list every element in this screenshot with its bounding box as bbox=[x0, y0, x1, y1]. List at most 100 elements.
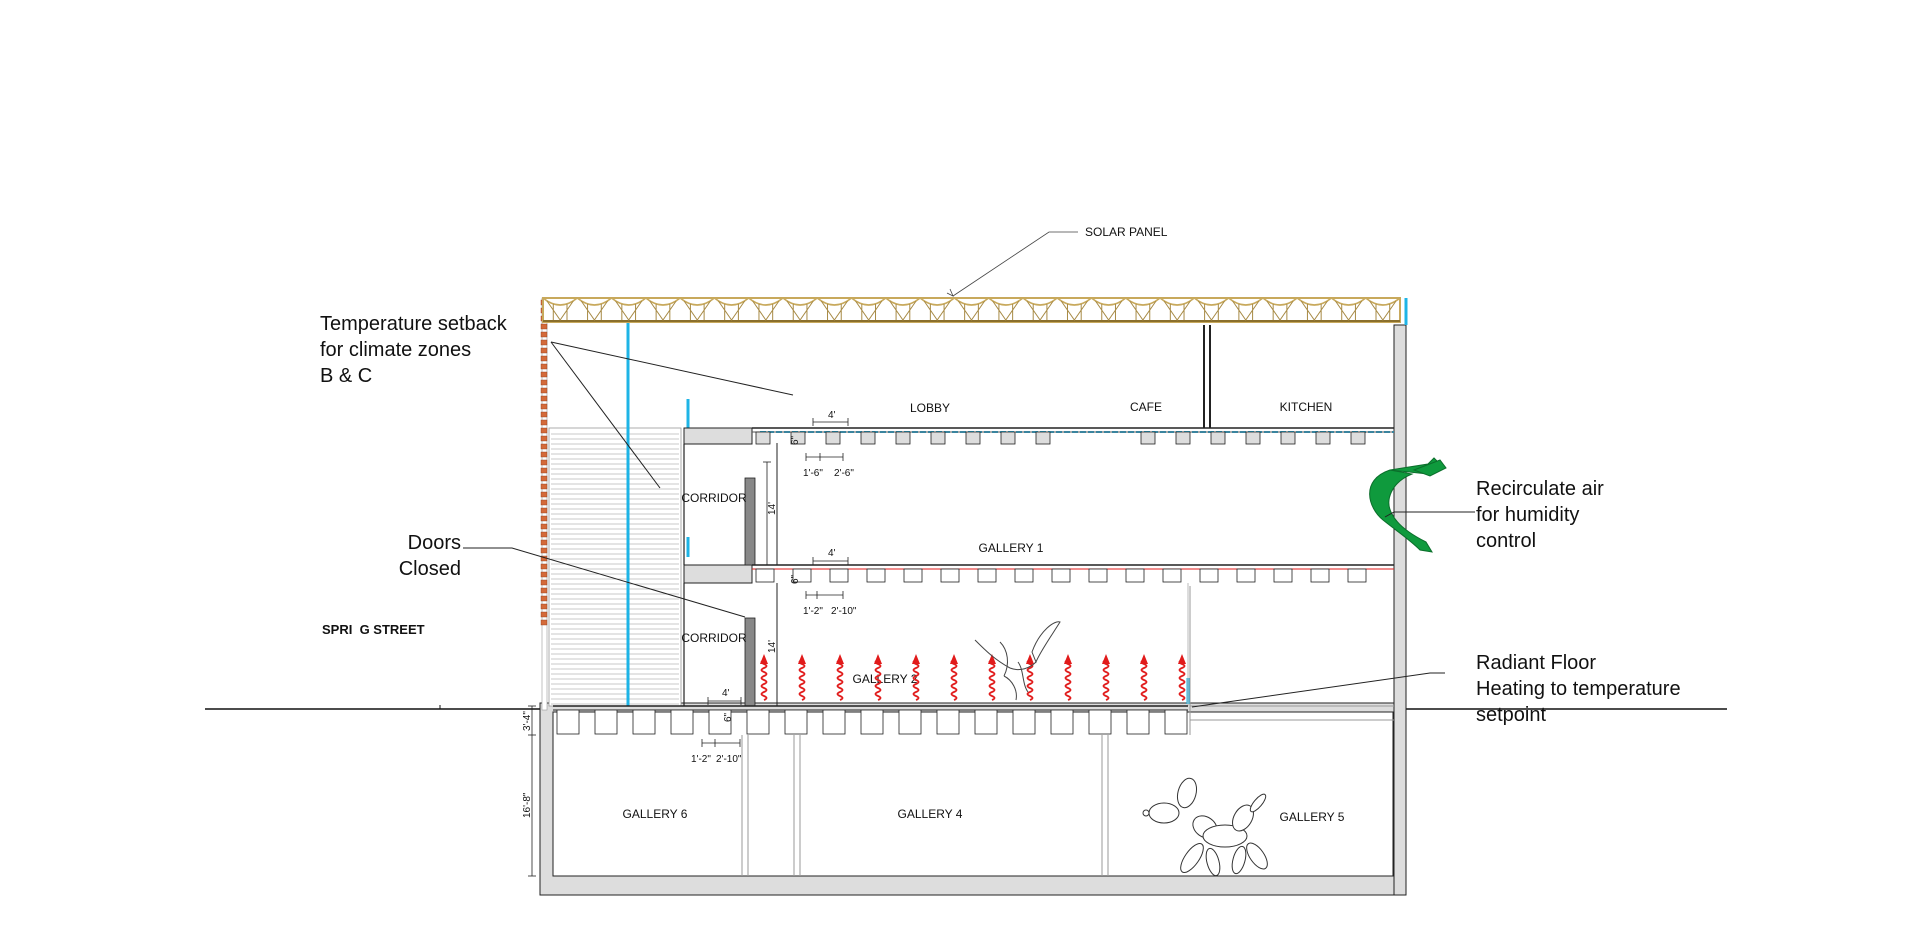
dim-upper-depth: 6" bbox=[790, 435, 801, 445]
callout-doors-closed: Doors Closed bbox=[399, 532, 461, 580]
solar-web bbox=[855, 300, 883, 321]
brick bbox=[540, 491, 548, 498]
slab-rib bbox=[594, 709, 618, 735]
slab-rib bbox=[1315, 431, 1331, 445]
heat-squiggle bbox=[760, 659, 768, 701]
brick bbox=[540, 603, 548, 610]
brick bbox=[540, 595, 548, 602]
solar-web bbox=[1335, 300, 1363, 321]
solar-web bbox=[1163, 300, 1191, 321]
slab-rib bbox=[895, 431, 911, 445]
heat-arrowhead bbox=[1064, 654, 1072, 664]
solar-web bbox=[683, 300, 711, 321]
solar-arch bbox=[645, 297, 681, 306]
heat-arrowhead bbox=[1178, 654, 1186, 664]
brick bbox=[540, 355, 548, 362]
brick bbox=[540, 443, 548, 450]
callout-recirculate-air: Recirculate air for humidity control bbox=[1476, 478, 1604, 552]
dim-lower-depth: 6" bbox=[723, 712, 734, 722]
brick bbox=[540, 507, 548, 514]
dim-lower-bay: 2'-10" bbox=[716, 754, 742, 765]
callout-radiant-line-3: setpoint bbox=[1476, 704, 1546, 726]
callout-leaders bbox=[463, 341, 1475, 708]
solar-arch bbox=[782, 297, 818, 306]
heat-squiggle bbox=[1102, 659, 1110, 701]
slab-rib bbox=[825, 431, 841, 445]
brick bbox=[540, 563, 548, 570]
room-label-kitchen: KITCHEN bbox=[1280, 400, 1333, 414]
slab-rib bbox=[936, 709, 960, 735]
dim-middle-span: 4' bbox=[828, 548, 836, 559]
corridor-structure bbox=[683, 427, 1189, 707]
airflow-swirl-icon bbox=[1369, 457, 1447, 553]
brick bbox=[540, 547, 548, 554]
slab-rib bbox=[860, 709, 884, 735]
slab-rib bbox=[755, 568, 775, 583]
dimensions-middle bbox=[805, 557, 849, 599]
solar-frame bbox=[542, 297, 1401, 323]
slab-rib bbox=[746, 709, 770, 735]
dim-basement-top: 3'-4" bbox=[522, 711, 533, 731]
solar-web bbox=[1369, 300, 1397, 321]
slab-rib bbox=[1126, 709, 1150, 735]
slab-rib bbox=[1280, 431, 1296, 445]
heat-squiggle bbox=[798, 659, 806, 701]
dim-upper-height: 14' bbox=[767, 502, 778, 515]
slab-rib bbox=[1000, 431, 1016, 445]
dim-middle-height: 14' bbox=[767, 640, 778, 653]
dim-basement-height: 16'-8" bbox=[522, 792, 533, 818]
solar-arch bbox=[1125, 297, 1161, 306]
solar-arch bbox=[1090, 297, 1127, 306]
solar-web bbox=[546, 300, 574, 321]
room-label-cafe: CAFE bbox=[1130, 400, 1162, 414]
solar-arch bbox=[919, 297, 955, 306]
slab-rib bbox=[1162, 568, 1182, 583]
dim-upper-bay: 2'-6" bbox=[834, 468, 854, 479]
slab-rib bbox=[1050, 709, 1074, 735]
slab-rib bbox=[1347, 568, 1367, 583]
solar-web bbox=[820, 300, 848, 321]
slab-rib bbox=[903, 568, 923, 583]
callout-temperature-setback: Temperature setback for climate zones B … bbox=[320, 313, 508, 387]
slab-rib bbox=[1125, 568, 1145, 583]
slab-rib bbox=[1164, 709, 1188, 735]
callout-recirculate-line-3: control bbox=[1476, 530, 1536, 552]
heat-arrowhead bbox=[874, 654, 882, 664]
brick bbox=[540, 411, 548, 418]
roof-posts bbox=[1203, 325, 1211, 428]
callout-setback-line-2: for climate zones bbox=[320, 339, 471, 361]
heat-squiggle bbox=[1064, 659, 1072, 701]
heat-squiggle bbox=[912, 659, 920, 701]
heat-arrowhead bbox=[1026, 654, 1034, 664]
solar-web bbox=[649, 300, 677, 321]
room-label-gallery5: GALLERY 5 bbox=[1280, 810, 1345, 824]
solar-arch bbox=[611, 297, 647, 306]
solar-arch bbox=[1228, 297, 1264, 306]
street-label: SPRI G STREET bbox=[322, 622, 425, 637]
slab-rib bbox=[1014, 568, 1034, 583]
solar-arch bbox=[679, 297, 715, 306]
solar-web bbox=[957, 300, 986, 321]
brick-cladding bbox=[540, 299, 548, 626]
slab-rib bbox=[1012, 709, 1036, 735]
slab-rib bbox=[792, 568, 812, 583]
slab-rib bbox=[930, 431, 946, 445]
solar-arch bbox=[1330, 297, 1367, 306]
solar-arch bbox=[851, 297, 887, 306]
slab-rib bbox=[1310, 568, 1330, 583]
dim-upper-gap: 1'-6" bbox=[803, 468, 823, 479]
slab-rib bbox=[1140, 431, 1156, 445]
balloon-dog-icon bbox=[1142, 777, 1268, 877]
heat-arrowhead bbox=[988, 654, 996, 664]
solar-web bbox=[1266, 300, 1294, 321]
slab-rib bbox=[860, 431, 876, 445]
solar-web bbox=[1197, 300, 1226, 321]
slab-rib bbox=[1350, 431, 1366, 445]
heat-squiggle bbox=[988, 659, 996, 701]
brick bbox=[540, 587, 548, 594]
slab-rib bbox=[965, 431, 981, 445]
room-label-gallery2: GALLERY 2 bbox=[853, 672, 918, 686]
callout-setback-line-1: Temperature setback bbox=[320, 313, 508, 335]
brick bbox=[540, 619, 548, 626]
dimensions-upper bbox=[763, 418, 849, 565]
